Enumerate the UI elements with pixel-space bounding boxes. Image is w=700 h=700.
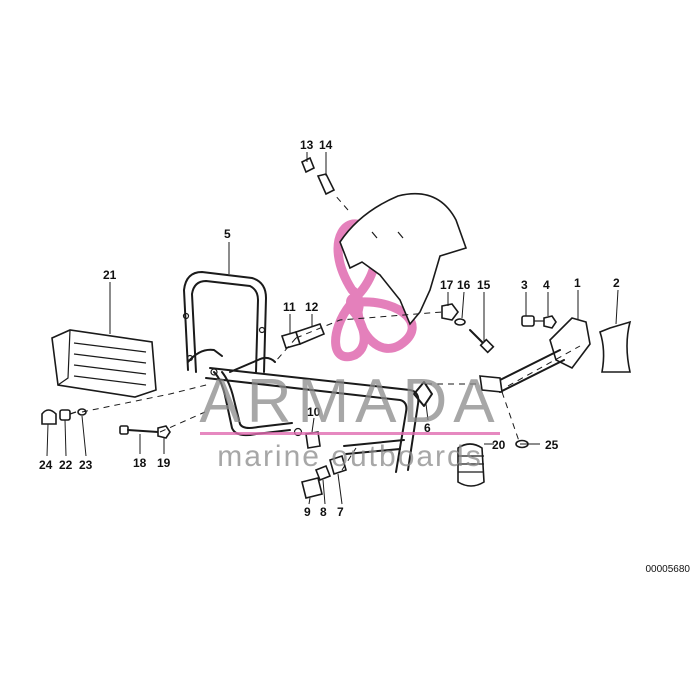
part-14-pin bbox=[316, 173, 336, 196]
part-15-bolt bbox=[469, 329, 495, 354]
part-4-nut bbox=[543, 315, 557, 329]
part-3-bolt bbox=[521, 315, 548, 327]
part-20-boot bbox=[457, 443, 485, 487]
callout-9: 9 bbox=[304, 505, 311, 519]
callout-6: 6 bbox=[424, 421, 431, 435]
callout-24: 24 bbox=[39, 458, 53, 472]
watermark-subtitle: marine outboards bbox=[217, 440, 482, 473]
part-12-rod bbox=[294, 323, 326, 346]
callout-11: 11 bbox=[283, 300, 296, 314]
watermark-divider bbox=[200, 432, 500, 435]
part-9-cap bbox=[301, 477, 323, 499]
callout-22: 22 bbox=[59, 458, 73, 472]
callout-1: 1 bbox=[574, 276, 581, 290]
callout-15: 15 bbox=[477, 278, 491, 292]
leader-lines bbox=[46, 152, 619, 505]
part-16-washer bbox=[454, 318, 466, 326]
watermark: ARMADA marine outboards bbox=[199, 367, 500, 473]
part-21-grille bbox=[51, 329, 157, 398]
callout-2: 2 bbox=[613, 276, 620, 290]
part-17-nut bbox=[441, 303, 459, 321]
assembly-axes bbox=[81, 193, 581, 471]
drawing-number: 00005680 bbox=[646, 564, 691, 575]
part-6-clip bbox=[413, 381, 433, 407]
callout-13: 13 bbox=[300, 138, 314, 152]
watermark-title: ARMADA bbox=[199, 367, 500, 436]
part-19-nut bbox=[157, 425, 171, 439]
callout-labels: 1 2 3 4 5 6 7 8 9 10 11 12 13 14 15 16 1… bbox=[39, 138, 620, 519]
callout-16: 16 bbox=[457, 278, 471, 292]
callout-10: 10 bbox=[307, 405, 321, 419]
part-18-bolt bbox=[119, 425, 159, 435]
callout-8: 8 bbox=[320, 505, 327, 519]
callout-19: 19 bbox=[157, 456, 171, 470]
part-22-bolt bbox=[59, 409, 77, 421]
part-2-plate bbox=[599, 320, 632, 373]
callout-3: 3 bbox=[521, 278, 528, 292]
part-8-nut bbox=[314, 464, 332, 482]
callout-7: 7 bbox=[337, 505, 344, 519]
part-13-cap bbox=[300, 156, 316, 174]
callout-5: 5 bbox=[224, 227, 231, 241]
part-5-frame-loop bbox=[182, 271, 267, 373]
callout-23: 23 bbox=[79, 458, 93, 472]
callout-4: 4 bbox=[543, 278, 550, 292]
cover-panel bbox=[339, 192, 468, 326]
callout-21: 21 bbox=[103, 268, 117, 282]
callout-12: 12 bbox=[305, 300, 319, 314]
callout-20: 20 bbox=[492, 438, 506, 452]
main-bar-assembly bbox=[187, 348, 420, 473]
part-24-cap bbox=[41, 409, 57, 425]
callout-18: 18 bbox=[133, 456, 147, 470]
callout-14: 14 bbox=[319, 138, 333, 152]
callout-17: 17 bbox=[440, 278, 454, 292]
callout-25: 25 bbox=[545, 438, 559, 452]
